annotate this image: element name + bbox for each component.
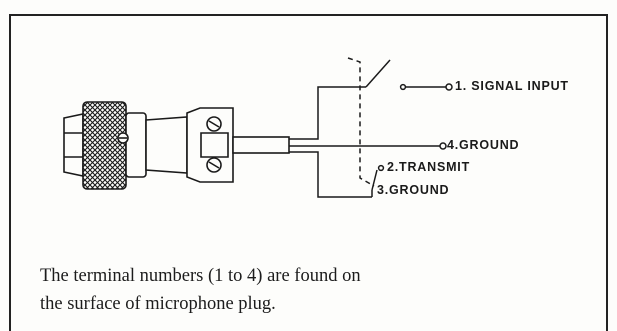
microphone-plug-drawing bbox=[63, 101, 290, 190]
knurled-nut bbox=[82, 101, 127, 190]
cable bbox=[232, 136, 290, 154]
figure-caption: The terminal numbers (1 to 4) are found … bbox=[40, 262, 610, 318]
caption-line-1: The terminal numbers (1 to 4) are found … bbox=[40, 266, 361, 286]
label-ground-4: 4.GROUND bbox=[447, 138, 520, 152]
label-ground-3: 3.GROUND bbox=[377, 183, 450, 197]
wiring bbox=[289, 57, 453, 198]
plug-body bbox=[145, 116, 188, 174]
plug-tip bbox=[63, 113, 84, 177]
label-transmit: 2.TRANSMIT bbox=[387, 160, 470, 174]
plug-collar bbox=[125, 112, 147, 178]
caption-line-2: the surface of microphone plug. bbox=[40, 294, 276, 314]
figure-frame bbox=[9, 14, 608, 331]
label-signal-input: 1. SIGNAL INPUT bbox=[455, 79, 569, 93]
